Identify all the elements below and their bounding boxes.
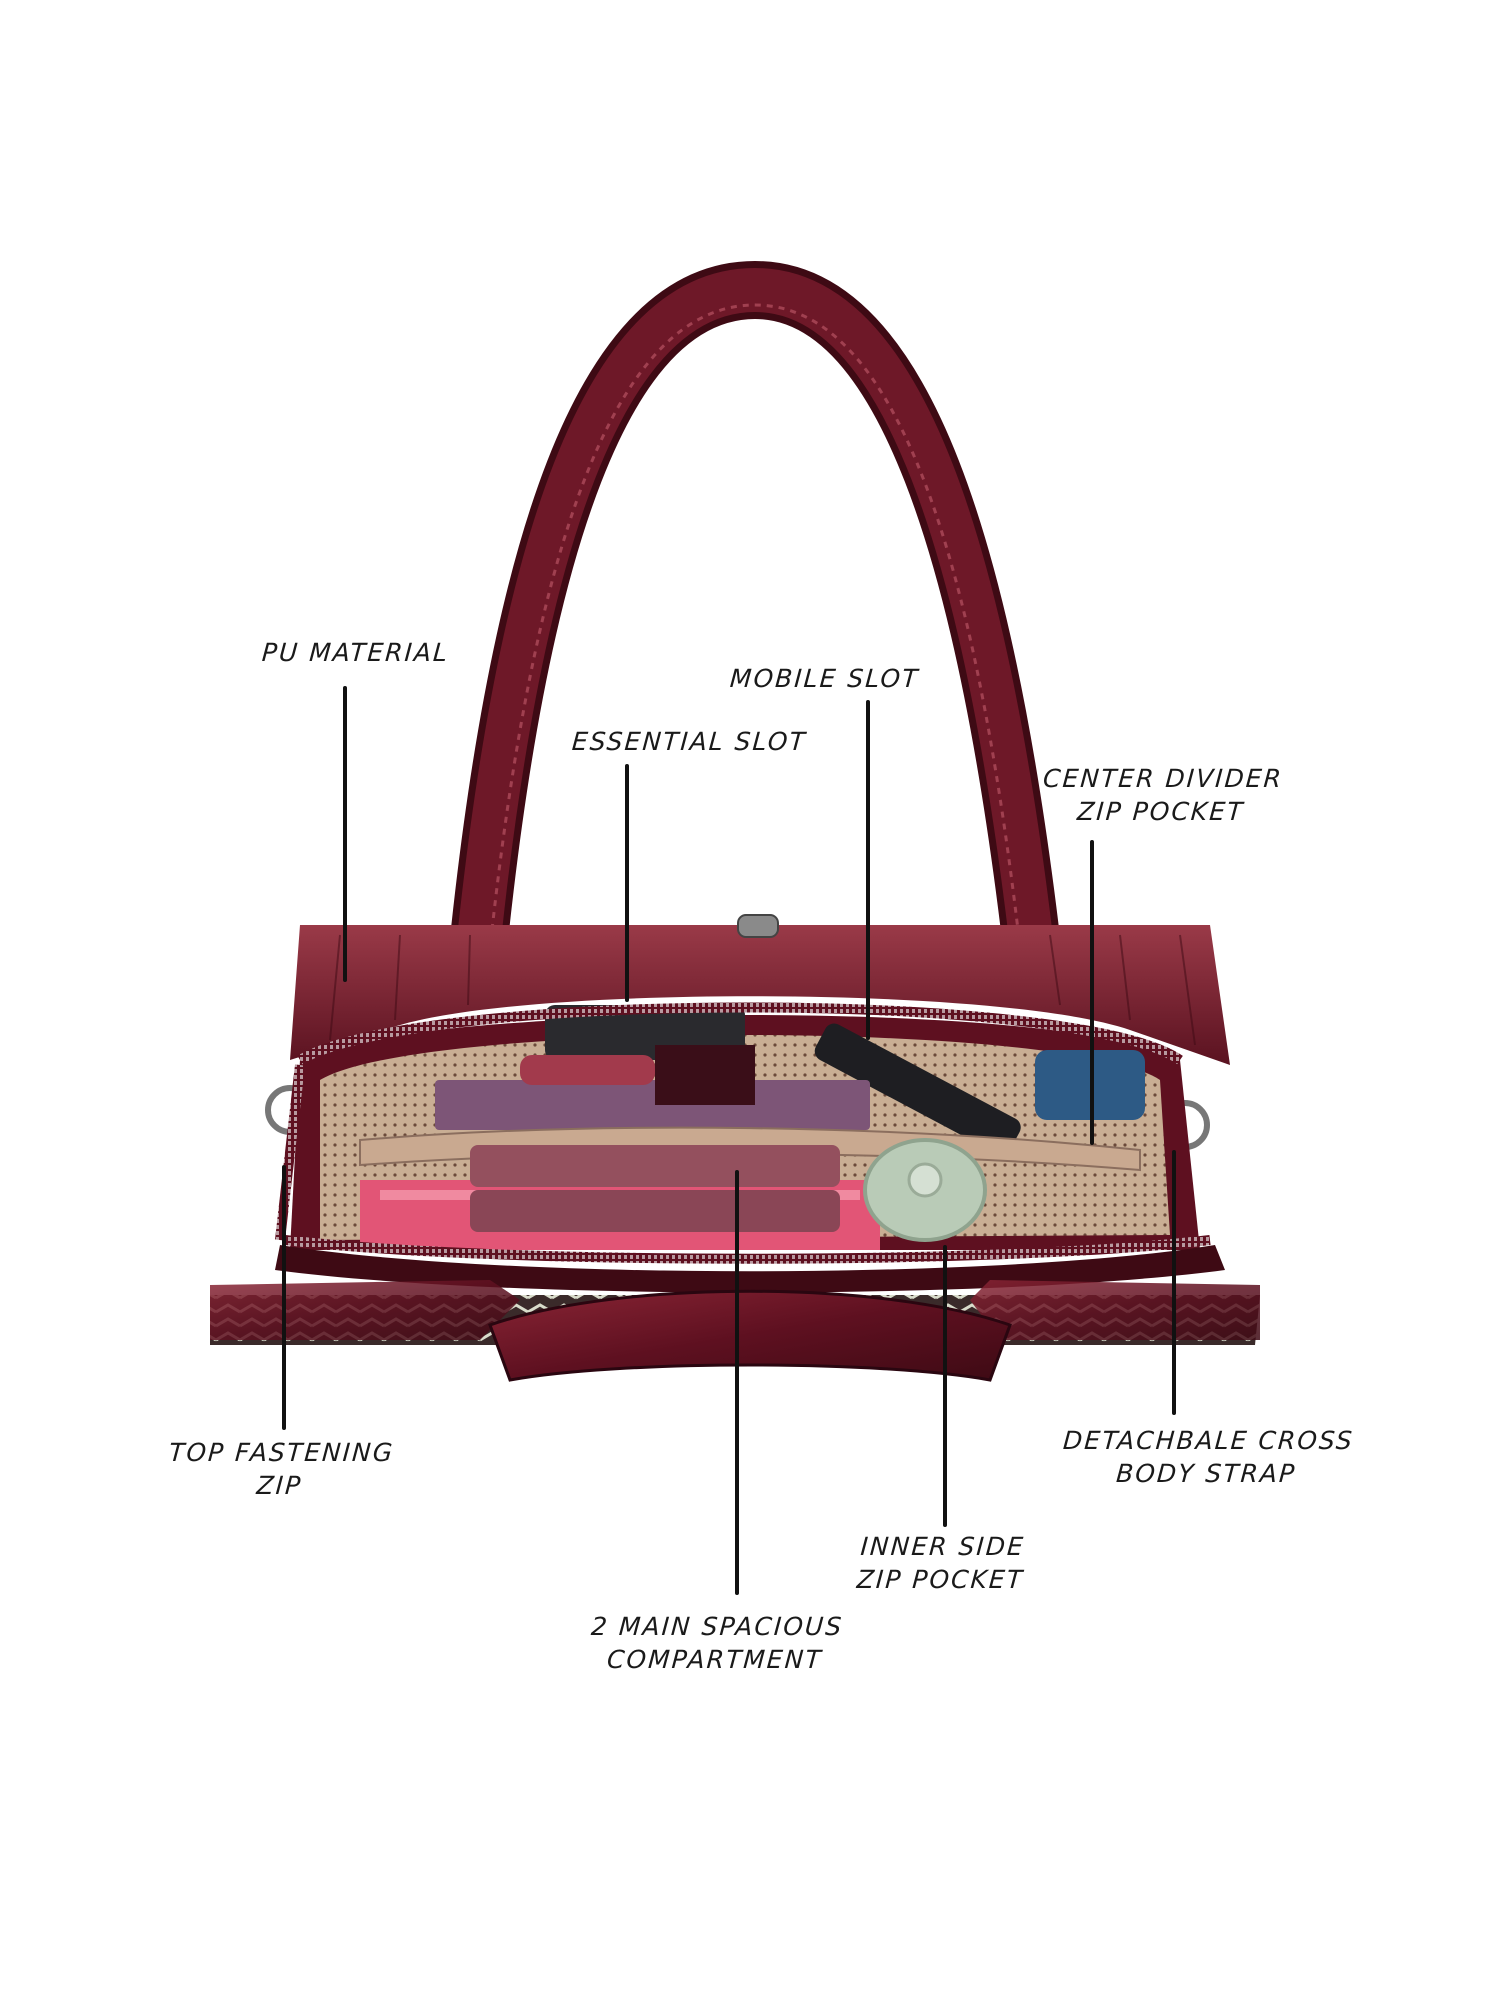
back-flap [290, 925, 1230, 1065]
leader-center-divider [1090, 840, 1094, 1145]
label-essential-slot: ESSENTIAL SLOT [570, 727, 808, 756]
leader-pu-material [343, 686, 347, 982]
mobile-phone [814, 1023, 1021, 1156]
label-mobile-slot: MOBILE SLOT [728, 664, 921, 693]
label-pu-material: PU MATERIAL [260, 638, 451, 667]
label-inner-side-zip-pocket: INNER SIDE ZIP POCKET [855, 1532, 1026, 1594]
label-center-divider-zip-pocket: CENTER DIVIDER ZIP POCKET [1042, 764, 1285, 826]
leader-mobile-slot [866, 700, 870, 1040]
label-main-compartment: 2 MAIN SPACIOUS COMPARTMENT [590, 1612, 845, 1674]
front-flap-tab [488, 1289, 1012, 1382]
handle [451, 260, 1059, 959]
leader-detachable-strap [1172, 1150, 1176, 1415]
turn-lock [737, 914, 779, 938]
leader-top-fastening-zip [282, 1165, 286, 1430]
leader-essential-slot [625, 764, 629, 1002]
label-detachable-cross-body-strap: DETACHBALE CROSS BODY STRAP [1062, 1426, 1355, 1488]
leader-inner-side-zip [943, 1245, 947, 1527]
leader-main-compartment [735, 1170, 739, 1595]
label-top-fastening-zip: TOP FASTENING ZIP [168, 1438, 396, 1500]
